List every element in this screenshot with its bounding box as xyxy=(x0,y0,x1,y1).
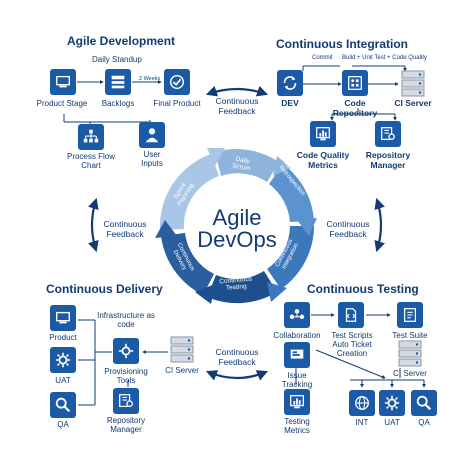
test-scripts-icon xyxy=(338,302,364,328)
product-icon xyxy=(50,305,76,331)
process-flow-chart-icon xyxy=(78,124,104,150)
ct-qa-label: QA xyxy=(418,418,430,427)
test-suite-icon xyxy=(397,302,423,328)
repository-manager-label: Repository Manager xyxy=(365,150,411,170)
product-stage-label: Product Stage xyxy=(36,99,88,108)
cd-ci-server-label: CI Server xyxy=(165,366,199,375)
center-title-devops: DevOps xyxy=(197,227,277,252)
code-quality-metrics-icon xyxy=(310,121,336,147)
ring-segment-ct xyxy=(207,271,277,304)
dev-label: DEV xyxy=(281,98,299,108)
ct-uat-label: UAT xyxy=(384,418,400,427)
ci-server-icon xyxy=(401,70,425,98)
uat-label: UAT xyxy=(55,376,71,385)
cd-repository-manager-label: Repository Manager xyxy=(106,416,146,434)
devops-ring xyxy=(155,148,317,304)
cd-repository-manager-icon xyxy=(113,388,139,414)
cd-connectors xyxy=(78,319,168,406)
feedback-bottom-label: Continuous Feedback xyxy=(215,347,259,367)
cd-title: Continuous Delivery xyxy=(46,282,163,296)
uat-icon xyxy=(50,347,76,373)
ci-title: Continuous Integration xyxy=(276,37,408,51)
build-label: Build + Unit Test + Code Quality xyxy=(342,55,427,61)
user-inputs-label: User Inputs xyxy=(141,150,163,168)
provisioning-tools-label: Provisioning Tools xyxy=(104,367,148,385)
backlogs-label: Backlogs xyxy=(101,99,135,108)
ring-segment-sprint-planning xyxy=(159,154,219,230)
repository-manager-icon xyxy=(375,121,401,147)
issue-tracking-label: Issue Tracking xyxy=(281,371,313,389)
feedback-top-label: Continuous Feedback xyxy=(215,96,259,116)
final-product-icon xyxy=(164,69,190,95)
code-repository-icon xyxy=(342,70,368,96)
ct-ci-server-icon xyxy=(398,340,422,368)
user-inputs-icon xyxy=(139,122,165,148)
auto-ticket-label: Auto Ticket Creation xyxy=(332,340,372,358)
backlogs-icon xyxy=(105,69,131,95)
ring-segment-sprint-review xyxy=(269,164,314,222)
ct-title: Continuous Testing xyxy=(307,282,419,296)
testing-metrics-label: Testing Metrics xyxy=(284,417,310,435)
commit-label: Commit xyxy=(312,55,333,61)
feedback-right-label: Continuous Feedback xyxy=(326,219,370,239)
testing-metrics-icon xyxy=(284,389,310,415)
feedback-arrows xyxy=(88,85,385,381)
infra-label: Infrastructure as code xyxy=(97,311,155,329)
int-icon xyxy=(349,390,375,416)
product-label: Product xyxy=(49,333,77,342)
ct-qa-icon xyxy=(411,390,437,416)
process-flow-chart-label: Process Flow Chart xyxy=(66,152,115,170)
collaboration-label: Collaboration xyxy=(273,331,321,340)
ring-segment-cd xyxy=(161,233,214,295)
ci-server-label: CI Server xyxy=(394,98,432,108)
ci-connectors xyxy=(302,65,407,121)
two-weeks-label: 2 Weeks xyxy=(139,76,161,82)
ring-segment-daily-scrum xyxy=(215,149,279,182)
int-label: INT xyxy=(355,418,369,427)
code-quality-metrics-label: Code Quality Metrics xyxy=(296,150,350,170)
dev-icon xyxy=(277,70,303,96)
code-repository-label: Code Repository xyxy=(332,98,378,118)
provisioning-tools-icon xyxy=(113,338,139,364)
ct-uat-icon xyxy=(379,390,405,416)
qa-label: QA xyxy=(57,420,69,429)
ct-connectors xyxy=(295,313,426,388)
issue-tracking-icon xyxy=(284,342,310,368)
qa-icon xyxy=(50,392,76,418)
test-scripts-label: Test Scripts xyxy=(331,331,373,340)
test-suite-label: Test Suite xyxy=(392,331,428,340)
daily-standup-label: Daily Standup xyxy=(92,55,142,64)
center-title-agile: Agile xyxy=(212,205,262,230)
ct-ci-server-label: CI Server xyxy=(393,369,427,378)
cd-ci-server-icon xyxy=(170,336,194,364)
collaboration-icon xyxy=(284,302,310,328)
product-stage-icon xyxy=(50,69,76,95)
final-product-label: Final Product xyxy=(153,99,201,108)
feedback-left-label: Continuous Feedback xyxy=(103,219,147,239)
agile-connectors xyxy=(63,80,162,125)
agile-title: Agile Development xyxy=(67,34,176,48)
ring-segment-ci xyxy=(267,226,314,289)
